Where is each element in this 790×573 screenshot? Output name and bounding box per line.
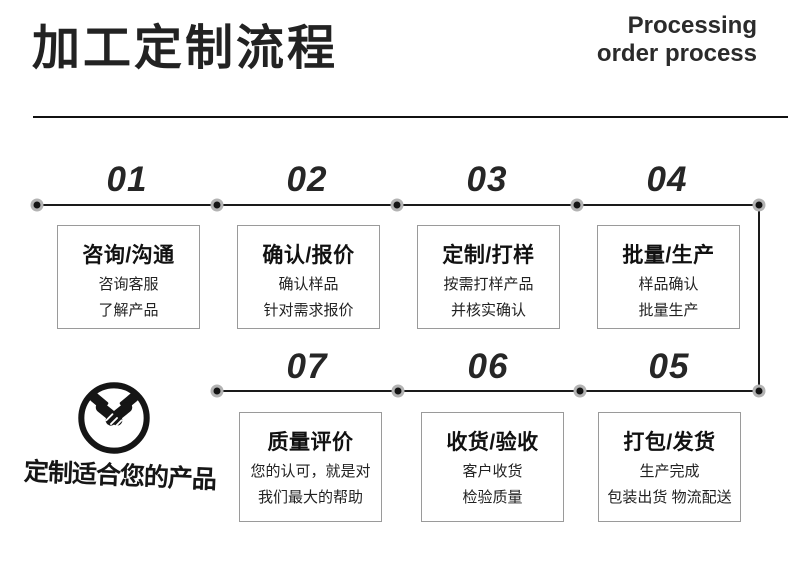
page-subtitle: Processing order process <box>597 12 757 67</box>
step-desc-line: 包装出货 物流配送 <box>607 489 732 506</box>
flow-line-right <box>758 205 760 391</box>
step-number-01: 01 <box>106 160 148 199</box>
step-desc-line: 并核实确认 <box>450 302 526 319</box>
page-title: 加工定制流程 <box>32 22 339 75</box>
step-number-02: 02 <box>286 160 328 199</box>
step-number-06: 06 <box>467 347 509 386</box>
step-box-02: 确认/报价 确认样品 针对需求报价 <box>237 225 380 329</box>
step-desc-line: 批量生产 <box>638 302 699 319</box>
flow-node-dot <box>394 387 402 395</box>
step-box-07: 质量评价 您的认可，就是对 我们最大的帮助 <box>239 412 382 522</box>
flow-node-dot <box>573 201 581 209</box>
step-desc-line: 按需打样产品 <box>443 276 534 293</box>
step-title: 批量/生产 <box>622 244 715 267</box>
step-desc-line: 检验质量 <box>462 489 523 506</box>
step-box-04: 批量/生产 样品确认 批量生产 <box>597 225 740 329</box>
header-divider <box>33 116 788 118</box>
step-title: 收货/验收 <box>446 431 539 454</box>
flow-node-dot <box>755 387 763 395</box>
flow-node-dot <box>576 387 584 395</box>
step-box-01: 咨询/沟通 咨询客服 了解产品 <box>57 225 200 329</box>
step-desc-line: 客户收货 <box>462 463 523 480</box>
step-desc-line: 咨询客服 <box>98 276 159 293</box>
step-title: 定制/打样 <box>442 244 535 267</box>
page-subtitle-line1: Processing <box>627 12 757 39</box>
step-desc-line: 了解产品 <box>98 302 159 319</box>
step-number-05: 05 <box>648 347 690 386</box>
step-box-03: 定制/打样 按需打样产品 并核实确认 <box>417 225 560 329</box>
flow-node-dot <box>393 201 401 209</box>
flow-line-bottom <box>217 390 759 392</box>
step-number-03: 03 <box>466 160 508 199</box>
step-title: 质量评价 <box>267 431 354 454</box>
step-box-06: 收货/验收 客户收货 检验质量 <box>421 412 564 522</box>
flow-node-dot <box>213 201 221 209</box>
step-title: 打包/发货 <box>623 431 716 454</box>
step-desc-line: 您的认可，就是对 <box>250 463 371 480</box>
flow-node-dot <box>33 201 41 209</box>
step-desc-line: 我们最大的帮助 <box>257 489 363 506</box>
page-subtitle-line2: order process <box>596 39 757 67</box>
handshake-icon <box>76 380 152 456</box>
step-title: 确认/报价 <box>262 244 355 267</box>
flow-node-dot <box>755 201 763 209</box>
step-desc-line: 样品确认 <box>638 276 699 293</box>
step-box-05: 打包/发货 生产完成 包装出货 物流配送 <box>598 412 741 522</box>
step-desc-line: 针对需求报价 <box>263 302 354 319</box>
step-title: 咨询/沟通 <box>82 244 175 267</box>
flow-node-dot <box>213 387 221 395</box>
step-desc-line: 生产完成 <box>639 463 700 480</box>
footer-tagline: 定制适合您的产品 <box>23 457 217 495</box>
step-number-04: 04 <box>646 160 688 199</box>
step-desc-line: 确认样品 <box>278 276 339 293</box>
step-number-07: 07 <box>286 347 328 386</box>
